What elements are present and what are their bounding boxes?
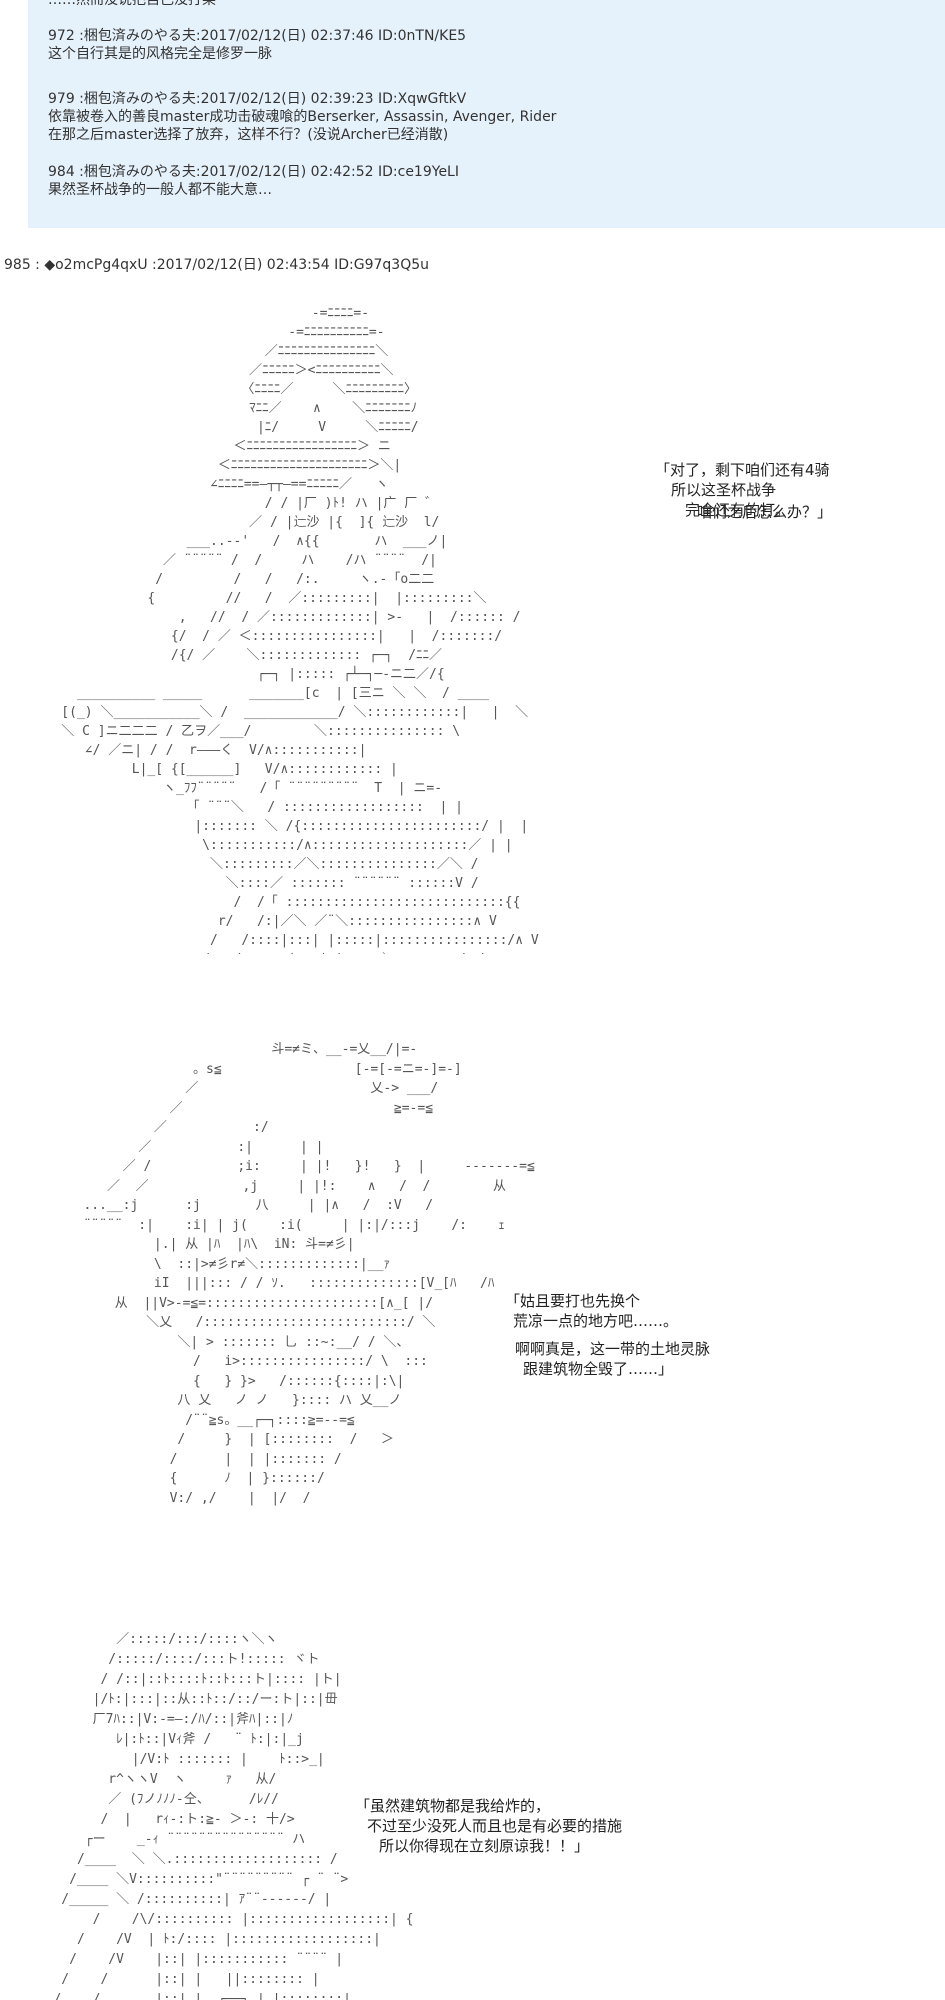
speech-line: 跟建筑物全毁了……」	[523, 1360, 674, 1378]
speech-line: 「对了，剩下咱们还有4骑	[655, 461, 830, 479]
speech-line: 不过至少没死人而且也是有必要的措施	[367, 1817, 623, 1835]
ascii-art-panel-3: ／:::::/:::/::::ヽ＼ヽ /:::::/::::/:::ト!::::…	[53, 1632, 414, 2000]
speech-line: 荒凉一点的地方吧……。	[513, 1312, 679, 1330]
post-985-header: 985 : ◆o2mcPg4qxU :2017/02/12(日) 02:43:5…	[4, 257, 430, 273]
speech-line: 「虽然建筑物都是我给炸的，	[355, 1797, 551, 1815]
ascii-art-panel-2: 斗=≠ミ、__-=乂__/|=- 。s≦ [-=[-=ニ=-]=-] ／ 乂->…	[83, 1042, 535, 1506]
ascii-art-panel-1: -=ﾆﾆﾆﾆ=- -=ﾆﾆﾆﾆﾆﾆﾆﾆﾆﾆ=- ／ﾆﾆﾆﾆﾆﾆﾆﾆﾆﾆﾆﾆﾆﾆﾆ…	[61, 306, 539, 954]
speech-line: 所以这圣杯战争	[671, 481, 777, 499]
speech-line	[505, 1331, 710, 1339]
speech-bubble-1: 「对了，剩下咱们还有4骑 所以这圣杯战争 完全还有的打。 咱们之后怎么办？」	[655, 460, 832, 522]
post-text: 在那之后master选择了放弃，这样不行？(没说Archer已经消散)	[48, 127, 449, 143]
speech-line: 咱们之后怎么办？」	[697, 503, 833, 521]
speech-bubble-3: 「虽然建筑物都是我给炸的， 不过至少没死人而且也是有必要的措施 所以你得现在立刻…	[355, 1796, 622, 1856]
quote-top-line: ……然而没说把自己没打某	[48, 0, 216, 8]
quoted-posts-box: ……然而没说把自己没打某 972 :梱包済みのやる夫:2017/02/12(日)…	[28, 0, 945, 228]
speech-line: 完全还有的打。	[685, 501, 791, 519]
post-text: 果然圣杯战争的一般人都不能大意…	[48, 182, 272, 198]
speech-line: 所以你得现在立刻原谅我！！」	[379, 1837, 590, 1855]
post-text: 依靠被卷入的善良master成功击破魂喰的Berserker, Assassin…	[48, 109, 557, 125]
post-header: 972 :梱包済みのやる夫:2017/02/12(日) 02:37:46 ID:…	[48, 28, 467, 44]
post-header: 984 :梱包済みのやる夫:2017/02/12(日) 02:42:52 ID:…	[48, 164, 459, 180]
speech-line: 啊啊真是，这一带的土地灵脉	[515, 1340, 711, 1358]
post-header: 979 :梱包済みのやる夫:2017/02/12(日) 02:39:23 ID:…	[48, 91, 467, 107]
post-text: 这个自行其是的风格完全是修罗一脉	[48, 46, 272, 62]
speech-line: 「姑且要打也先换个	[505, 1292, 641, 1310]
quoted-post-979: 979 :梱包済みのやる夫:2017/02/12(日) 02:39:23 ID:…	[48, 90, 556, 144]
speech-bubble-2: 「姑且要打也先换个 荒凉一点的地方吧……。 啊啊真是，这一带的土地灵脉 跟建筑物…	[505, 1291, 710, 1379]
quoted-post-972: 972 :梱包済みのやる夫:2017/02/12(日) 02:37:46 ID:…	[48, 27, 466, 63]
quoted-post-984: 984 :梱包済みのやる夫:2017/02/12(日) 02:42:52 ID:…	[48, 163, 459, 199]
